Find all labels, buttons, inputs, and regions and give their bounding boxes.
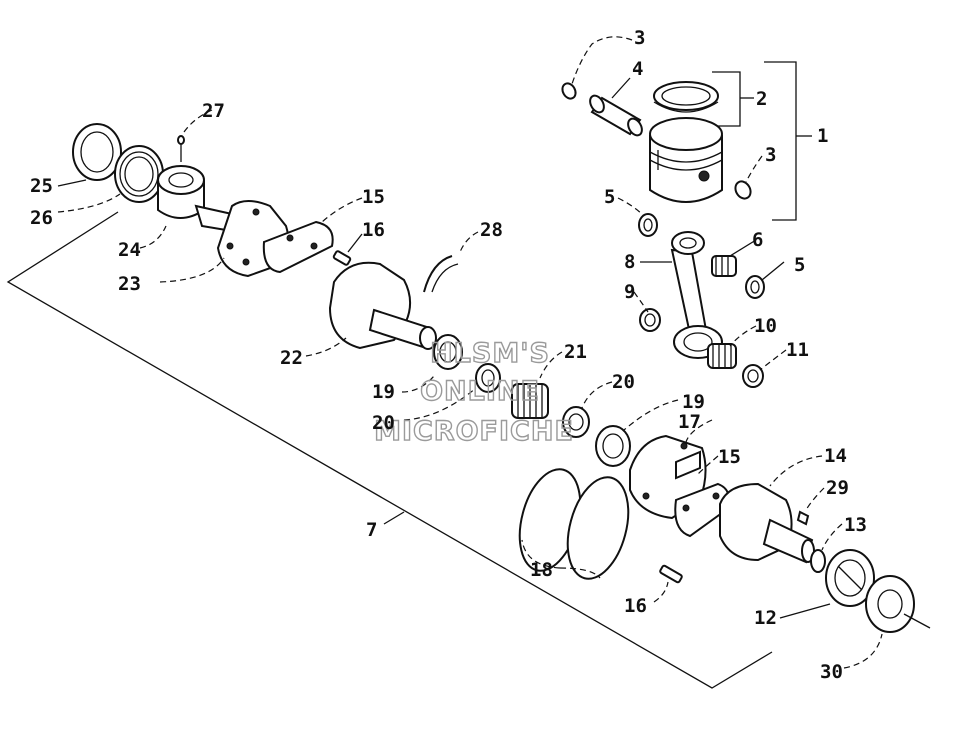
callout-21: 21 xyxy=(564,341,587,363)
watermark: HLSM'S ONLINE MICROFICHE xyxy=(373,337,574,447)
big-end-bearing xyxy=(707,343,737,369)
woodruff-key xyxy=(796,510,810,526)
callout-labels: 1 2 3 3 4 5 5 6 7 8 9 10 11 12 13 14 15 … xyxy=(30,27,867,683)
piston xyxy=(649,117,723,203)
main-bearing-left xyxy=(114,145,164,203)
rod-thrust-washers xyxy=(638,213,765,388)
callout-3a: 3 xyxy=(634,27,645,49)
callout-2: 2 xyxy=(756,88,767,110)
callout-19b: 19 xyxy=(682,391,705,413)
callout-9: 9 xyxy=(624,281,635,303)
center-washer-large xyxy=(562,406,590,438)
center-flywheel xyxy=(328,261,437,350)
callout-20a: 20 xyxy=(372,412,395,434)
piston-assembly-bracket xyxy=(712,61,812,221)
callout-25: 25 xyxy=(30,175,53,197)
callout-7: 7 xyxy=(366,519,377,541)
callout-23: 23 xyxy=(118,273,141,295)
crank-pin-plate-left xyxy=(262,220,334,274)
callout-30: 30 xyxy=(820,661,843,683)
screw-right xyxy=(659,564,683,584)
crankshaft-assembly-bracket xyxy=(6,211,773,689)
small-end-bearing xyxy=(711,255,737,277)
main-bearing-right xyxy=(825,549,875,607)
callout-10: 10 xyxy=(754,315,777,337)
watermark-line-3: MICROFICHE xyxy=(374,416,574,447)
callout-14: 14 xyxy=(824,445,847,467)
screw-left xyxy=(332,250,352,266)
piston-ring xyxy=(653,81,719,113)
callout-6: 6 xyxy=(752,229,763,251)
callout-15a: 15 xyxy=(362,186,385,208)
callout-24: 24 xyxy=(118,239,141,261)
leader-lines xyxy=(57,36,883,669)
callout-16a: 16 xyxy=(362,219,385,241)
callout-5b: 5 xyxy=(794,254,805,276)
callout-15b: 15 xyxy=(718,446,741,468)
callout-20b: 20 xyxy=(612,371,635,393)
right-crank-half xyxy=(719,482,815,564)
callout-22: 22 xyxy=(280,347,303,369)
connecting-rod xyxy=(670,231,723,359)
callout-28: 28 xyxy=(480,219,503,241)
piston-pin-circlips xyxy=(561,82,752,200)
watermark-line-2: ONLINE xyxy=(420,376,540,407)
callout-13: 13 xyxy=(844,514,867,536)
callout-4: 4 xyxy=(632,58,643,80)
callout-26: 26 xyxy=(30,207,53,229)
snap-ring-right xyxy=(810,549,826,573)
callout-12: 12 xyxy=(754,607,777,629)
callout-11: 11 xyxy=(786,339,809,361)
callout-3b: 3 xyxy=(765,144,776,166)
center-bearing-large xyxy=(595,425,631,467)
callout-8: 8 xyxy=(624,251,635,273)
callout-17: 17 xyxy=(678,411,701,433)
piston-pin xyxy=(589,94,643,137)
main-bearing-seal xyxy=(72,123,122,181)
retaining-rings xyxy=(518,468,630,580)
callout-29: 29 xyxy=(826,477,849,499)
center-gear xyxy=(511,383,549,419)
center-washer-small xyxy=(475,363,501,393)
callout-18: 18 xyxy=(530,559,553,581)
watermark-line-1: HLSM'S xyxy=(430,338,550,369)
retaining-ring-left xyxy=(423,255,459,293)
right-shaft-axis xyxy=(903,613,931,629)
callout-27: 27 xyxy=(202,100,225,122)
callout-5a: 5 xyxy=(604,186,615,208)
oil-seal-right xyxy=(865,575,915,633)
callout-16b: 16 xyxy=(624,595,647,617)
callout-1: 1 xyxy=(817,125,828,147)
center-bearing-small xyxy=(433,334,463,370)
callout-19a: 19 xyxy=(372,381,395,403)
